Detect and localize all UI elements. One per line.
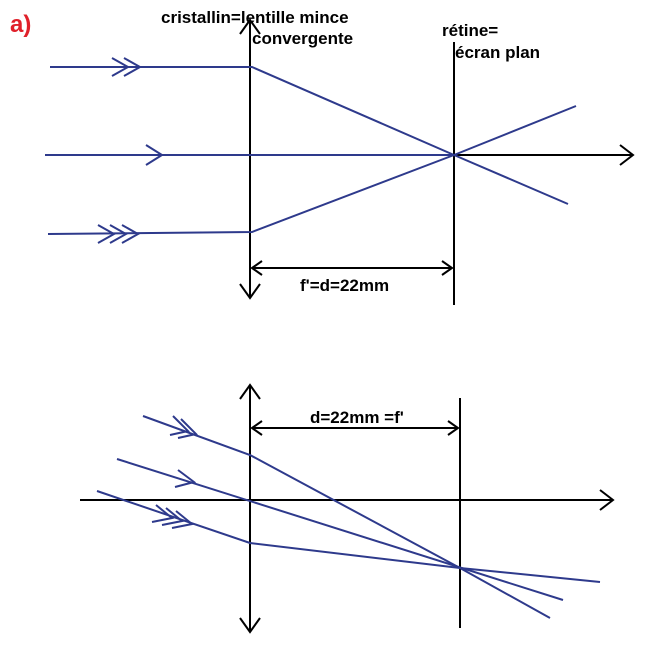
top-lens-arrow-down bbox=[239, 283, 261, 300]
top-ray-axial-chevron bbox=[145, 144, 164, 166]
retina-label-line2: écran plan bbox=[455, 43, 540, 62]
top-rays bbox=[45, 57, 577, 244]
bottom-ray-middle-chevron bbox=[174, 469, 197, 488]
bottom-ray-lower bbox=[96, 490, 601, 583]
top-ray-upper bbox=[50, 66, 569, 205]
bottom-focal-arrow-left bbox=[250, 420, 263, 436]
top-focal-arrow-right bbox=[441, 260, 454, 276]
top-ray-upper-chevron-1 bbox=[111, 57, 131, 77]
bottom-ray-lower-chevron-3 bbox=[171, 510, 195, 529]
top-focal-arrow-left bbox=[250, 260, 263, 276]
top-axis-arrowhead bbox=[619, 144, 635, 166]
retina-label: rétine= bbox=[442, 21, 498, 40]
bottom-ray-upper-chevron-1 bbox=[177, 418, 198, 439]
bottom-ray-middle bbox=[116, 458, 564, 601]
top-diagram: cristallin=lentille mince convergente ré… bbox=[45, 8, 635, 305]
top-ray-lower-chevron-2 bbox=[109, 224, 129, 244]
bottom-ray-lower-chevron-2 bbox=[161, 507, 185, 526]
part-label: a) bbox=[10, 11, 31, 38]
bottom-lens-arrow-up bbox=[239, 383, 261, 400]
bottom-lens-arrow-down bbox=[239, 617, 261, 634]
bottom-rays bbox=[96, 415, 601, 619]
bottom-ray-lower-chevron-1 bbox=[151, 504, 175, 523]
lens-label-line2: convergente bbox=[252, 29, 353, 48]
bottom-ray-upper-chevron-2 bbox=[169, 415, 190, 436]
bottom-focal-arrow-right bbox=[447, 420, 460, 436]
top-ray-lower bbox=[47, 105, 577, 235]
top-ray-upper-chevron-2 bbox=[123, 57, 143, 77]
top-ray-lower-chevron-3 bbox=[121, 224, 141, 244]
bottom-diagram: d=22mm =f' bbox=[80, 383, 615, 634]
bottom-ray-upper bbox=[142, 415, 551, 619]
bottom-focal-label: d=22mm =f' bbox=[310, 408, 404, 427]
top-focal-label: f'=d=22mm bbox=[300, 276, 389, 295]
top-lens-arrow-up bbox=[239, 18, 261, 35]
top-ray-lower-chevron-1 bbox=[97, 224, 117, 244]
lens-label: cristallin=lentille mince bbox=[161, 8, 349, 27]
bottom-axis-arrowhead bbox=[599, 489, 615, 511]
